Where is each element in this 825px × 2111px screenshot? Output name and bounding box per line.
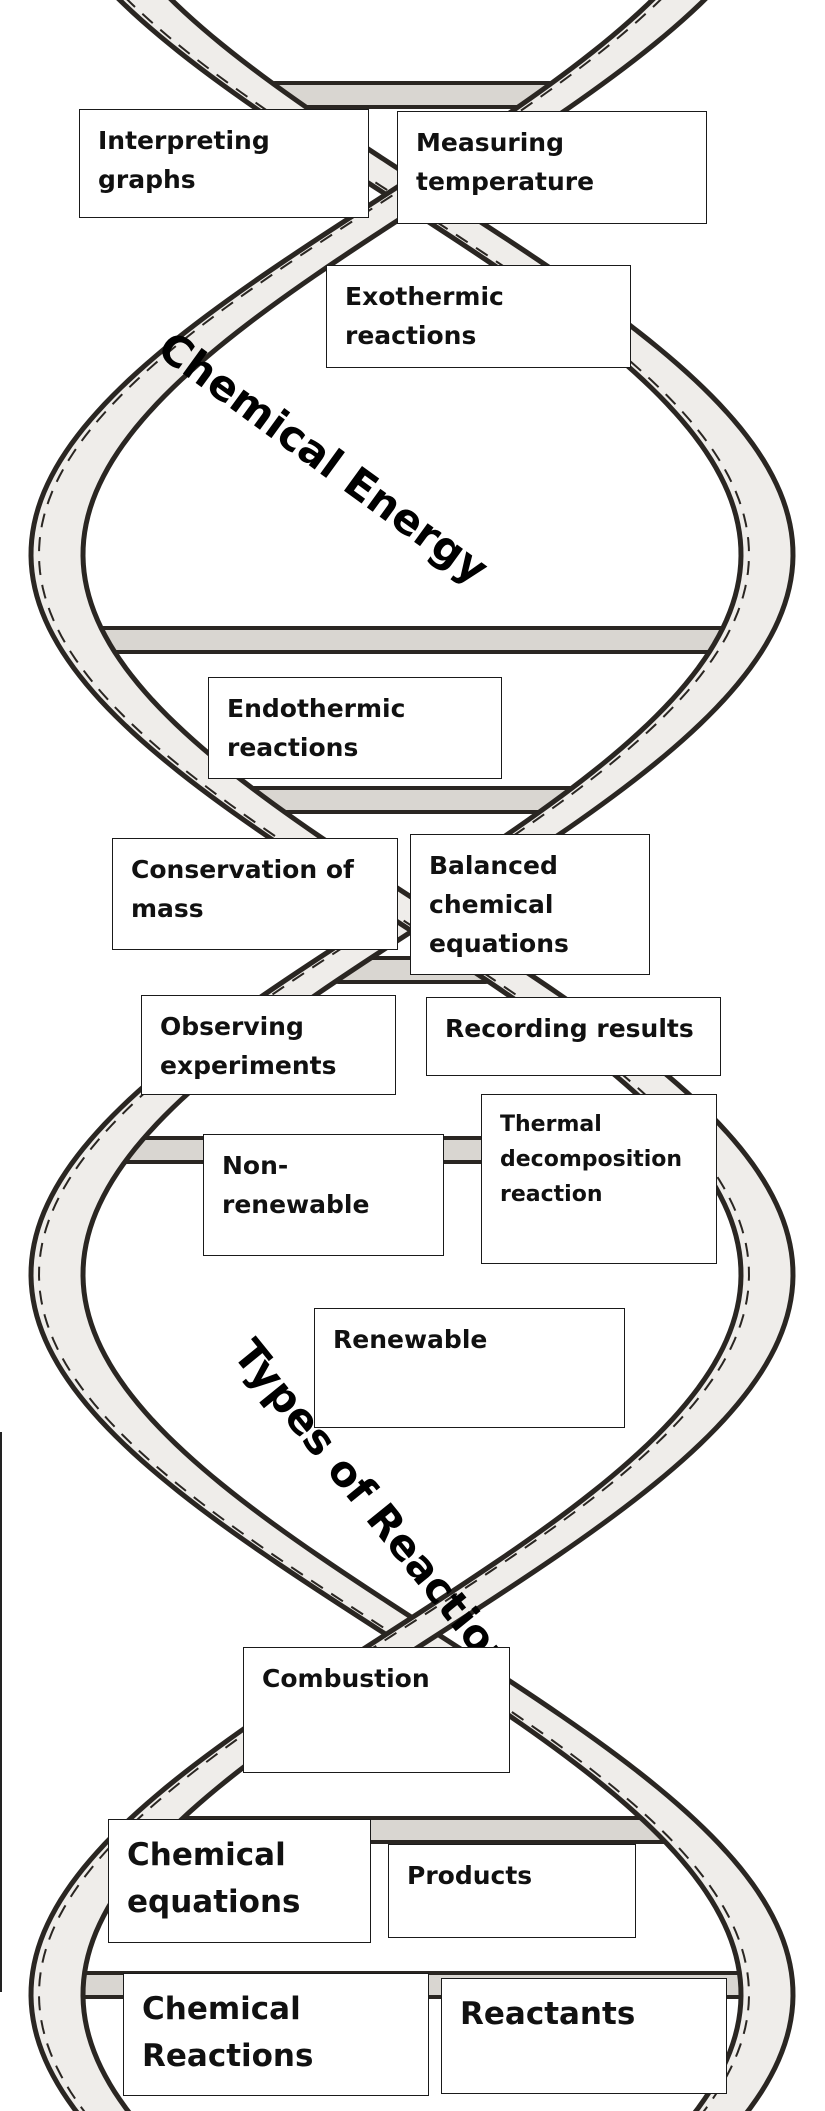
box-recording-results: Recording results <box>426 997 721 1076</box>
box-conservation-of-mass: Conservation of mass <box>112 838 398 950</box>
box-chemical-reactions: Chemical Reactions <box>123 1973 429 2096</box>
box-measuring-temperature: Measuring temperature <box>397 111 707 224</box>
box-reactants: Reactants <box>441 1978 727 2094</box>
box-renewable: Renewable <box>314 1308 625 1428</box>
box-products: Products <box>388 1844 636 1938</box>
box-balanced-chemical-equations: Balanced chemical equations <box>410 834 650 975</box>
box-exothermic-reactions: Exothermic reactions <box>326 265 631 368</box>
box-thermal-decomposition-reaction: Thermal decomposition reaction <box>481 1094 717 1264</box>
left-edge-line <box>0 1432 2 1992</box>
helix-rung <box>263 83 561 107</box>
box-chemical-equations: Chemical equations <box>108 1819 371 1943</box>
helix-rung <box>81 628 742 652</box>
box-non-renewable: Non- renewable <box>203 1134 444 1256</box>
box-endothermic-reactions: Endothermic reactions <box>208 677 502 779</box>
helix-rung <box>242 788 582 812</box>
box-combustion: Combustion <box>243 1647 510 1773</box>
box-interpreting-graphs: Interpreting graphs <box>79 109 369 218</box>
box-observing-experiments: Observing experiments <box>141 995 396 1095</box>
